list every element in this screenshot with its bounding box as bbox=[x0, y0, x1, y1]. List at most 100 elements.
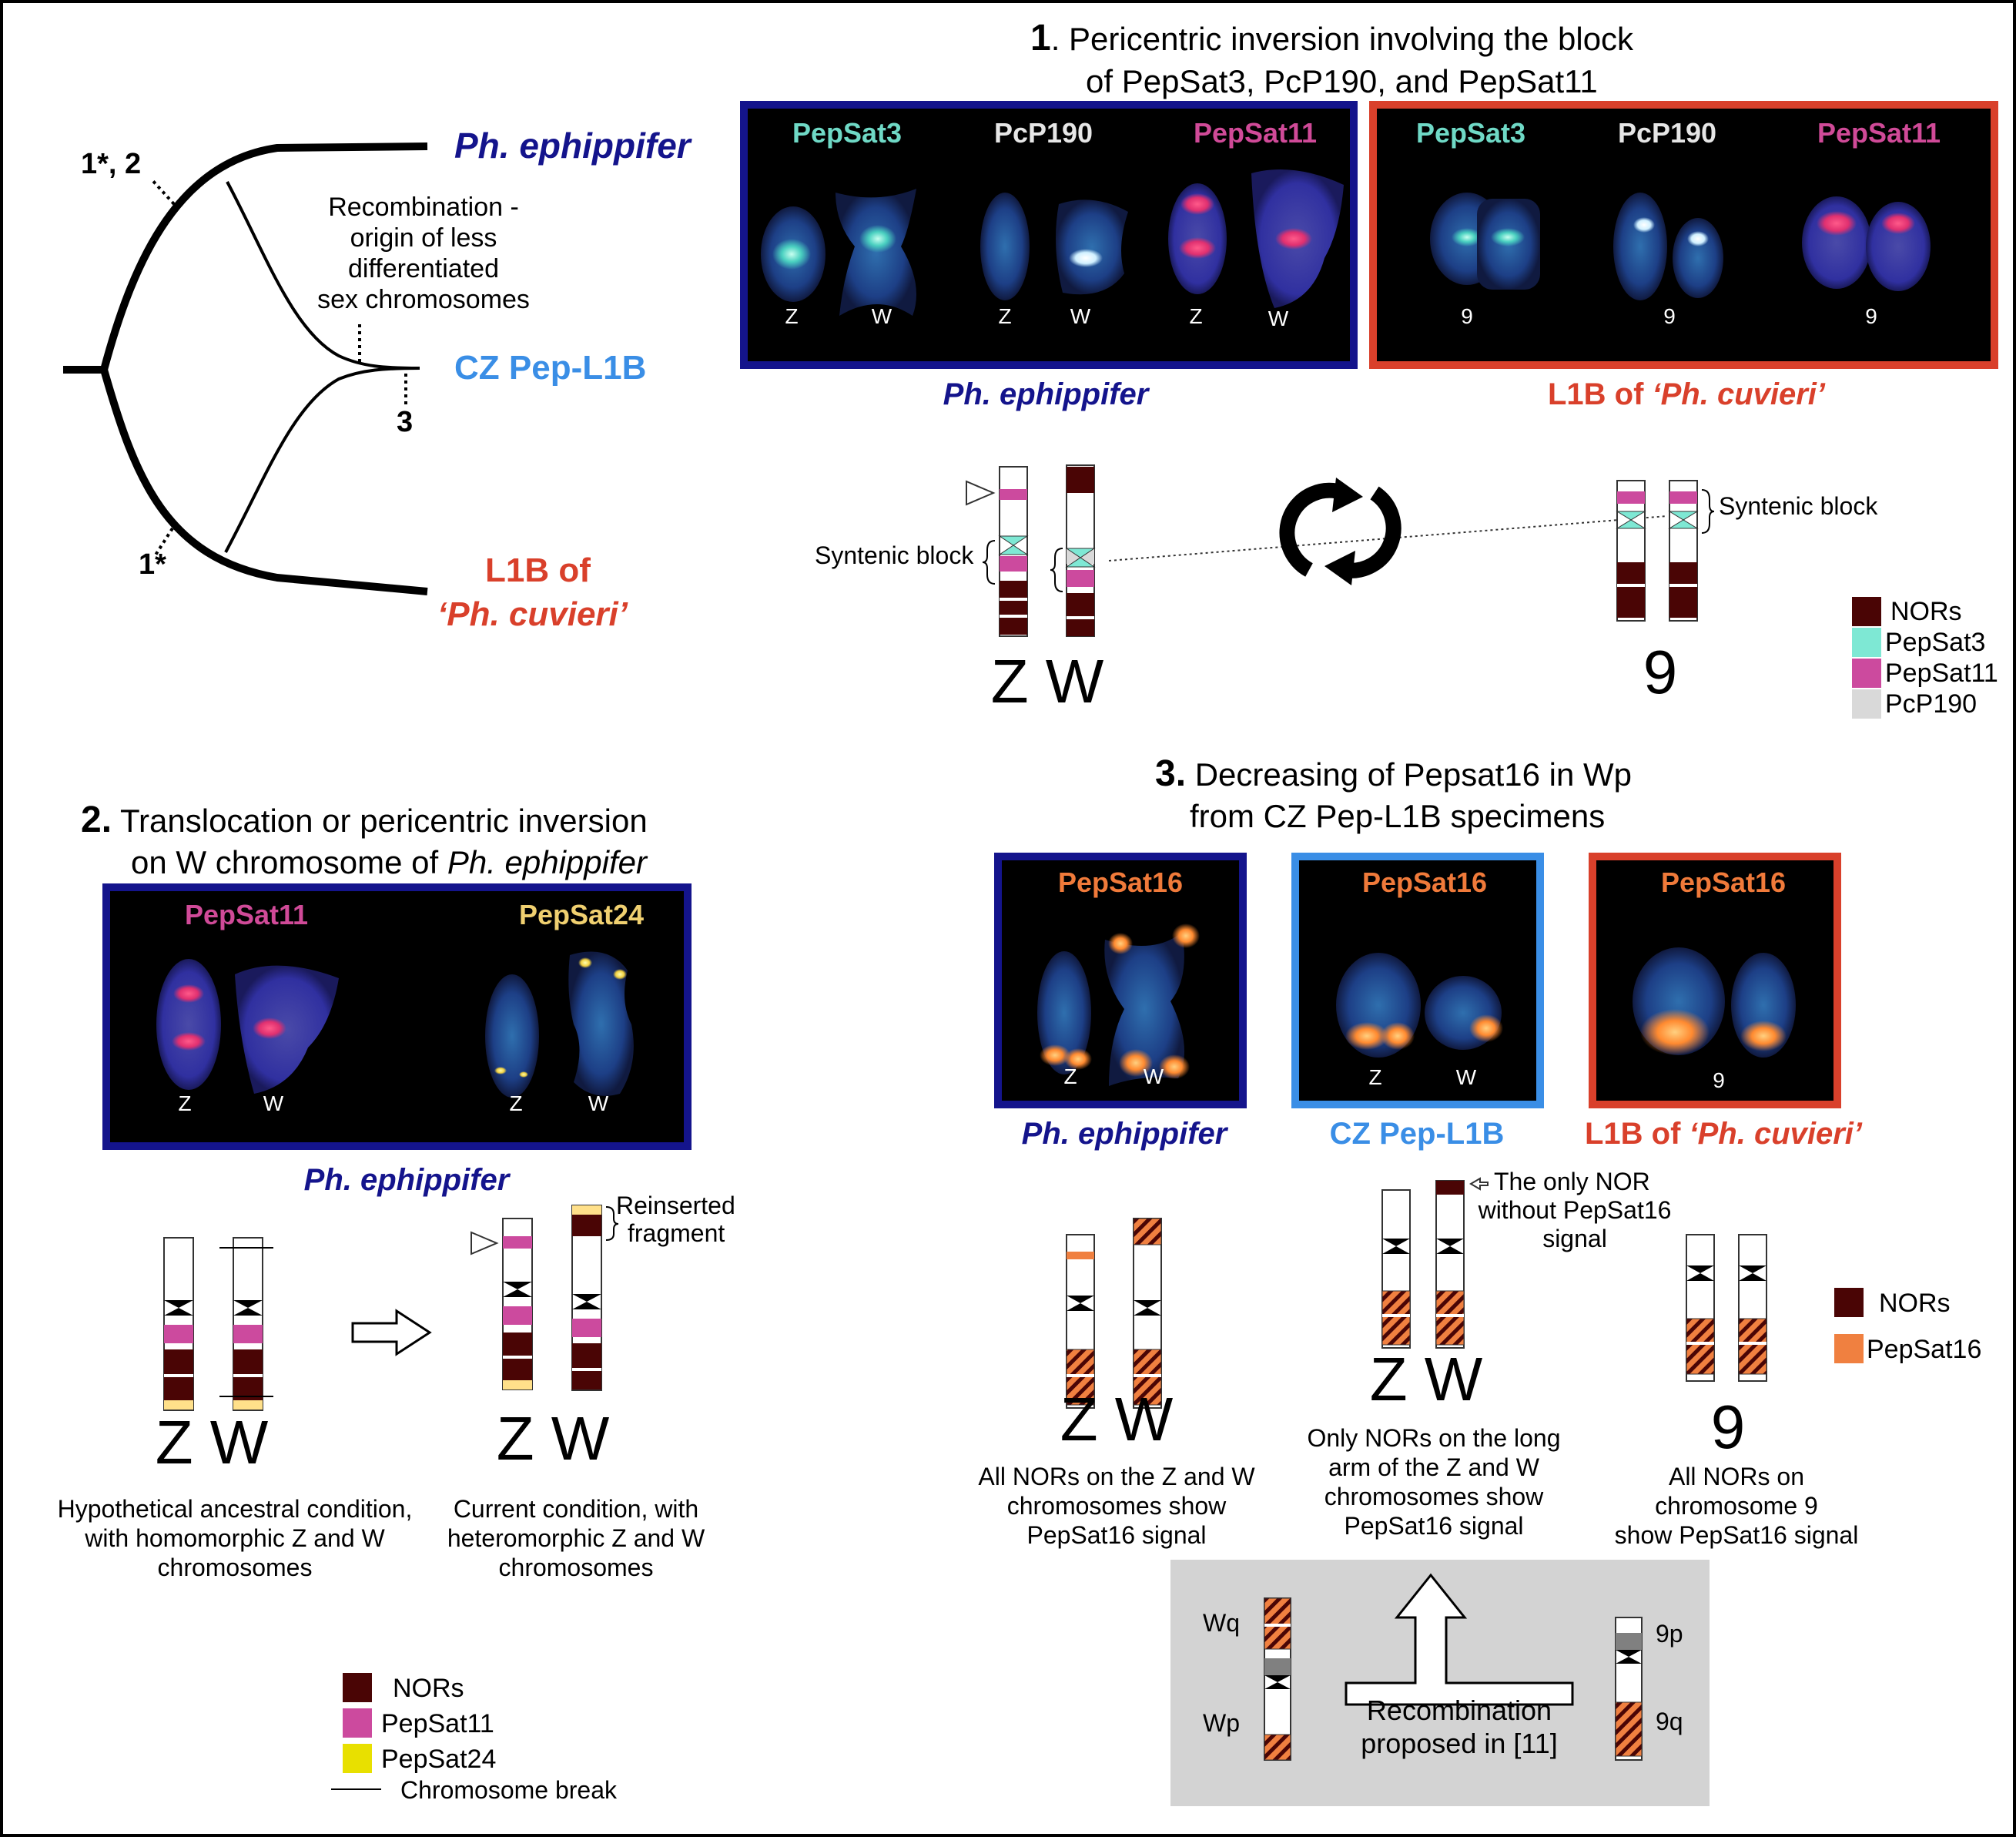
p3-cz-label-z: Z bbox=[1368, 1065, 1381, 1089]
panel2-cur-w bbox=[571, 1205, 602, 1391]
legend2-pepsat24-label: PepSat24 bbox=[381, 1745, 496, 1774]
p3-c-chr9-label: 9 bbox=[1711, 1393, 1746, 1461]
reinserted-line-2: fragment bbox=[628, 1219, 725, 1247]
desc-b-4: PepSat16 signal bbox=[1344, 1512, 1523, 1540]
p3-cz-label-w: W bbox=[1456, 1065, 1477, 1089]
legend1-nors-label: NORs bbox=[1890, 597, 1962, 626]
probe-pepsat11-p2: PepSat11 bbox=[185, 899, 308, 930]
legend1-pepsat3-swatch bbox=[1852, 628, 1881, 657]
p3-a-zw-label: Z W bbox=[1060, 1385, 1174, 1453]
syntenic-right-label: Syntenic block bbox=[1719, 492, 1878, 520]
panel3-title-line-1: 3. Decreasing of Pepsat16 in Wp bbox=[1155, 753, 1632, 794]
panel1-chr9-label: 9 bbox=[1643, 638, 1678, 706]
taxon-ephippifer: Ph. ephippifer bbox=[454, 126, 692, 166]
panel1-title-line-1: 1. Pericentric inversion involving the b… bbox=[1030, 18, 1634, 59]
panel2-cur-z bbox=[502, 1218, 533, 1390]
legend2-pepsat11-swatch bbox=[343, 1708, 372, 1738]
panel-2: 2. Translocation or pericentric inversio… bbox=[58, 799, 735, 1804]
micro-frame-ephippifer bbox=[740, 101, 1358, 369]
tree-branch-lower bbox=[100, 368, 428, 595]
p3-l1b-label-9: 9 bbox=[1713, 1068, 1725, 1092]
micro-cells-ephippifer bbox=[761, 169, 1344, 316]
label-eph-1: Z bbox=[785, 304, 798, 328]
legend3-pepsat16-label: PepSat16 bbox=[1867, 1335, 1981, 1364]
p3-chrom-b-w bbox=[1435, 1180, 1465, 1349]
p2-label-4: W bbox=[588, 1091, 609, 1115]
probe-pepsat3-left: PepSat3 bbox=[792, 117, 902, 149]
panel2-title-line-1: 2. Translocation or pericentric inversio… bbox=[81, 799, 648, 840]
panel1-caption-right-prefix: L1B of bbox=[1548, 377, 1653, 411]
p3-chrom-c-9a bbox=[1686, 1234, 1715, 1382]
label-eph-6: W bbox=[1268, 307, 1289, 330]
recombination-box: Wq Wp Recombination proposed in [11] 9p … bbox=[1170, 1560, 1710, 1806]
panel3-legend: NORs PepSat16 bbox=[1834, 1288, 1981, 1364]
reinserted-line-1: Reinserted bbox=[616, 1192, 735, 1219]
desc-b-1: Only NORs on the long bbox=[1307, 1424, 1560, 1452]
panel1-chromosome-9b bbox=[1668, 480, 1699, 622]
p3-chrom-c-9b bbox=[1738, 1234, 1767, 1382]
panel3-title-line-2: from CZ Pep-L1B specimens bbox=[1190, 798, 1605, 834]
probe-pcp190-right: PcP190 bbox=[1618, 117, 1716, 149]
label-l1b-3: 9 bbox=[1865, 304, 1877, 328]
desc-b-3: chromosomes show bbox=[1324, 1483, 1544, 1510]
label-eph-3: Z bbox=[998, 304, 1011, 328]
p3-caption-eph: Ph. ephippifer bbox=[1022, 1117, 1229, 1151]
p3-caption-l1b-prefix: L1B of bbox=[1585, 1117, 1689, 1151]
taxon-l1b-line-1: L1B of bbox=[485, 551, 591, 589]
panel2-caption: Ph. ephippifer bbox=[304, 1163, 511, 1197]
legend2-nors-label: NORs bbox=[393, 1674, 464, 1703]
box-chrom-w bbox=[1264, 1597, 1291, 1761]
p3-probe-1: PepSat16 bbox=[1058, 867, 1183, 898]
legend1-pepsat11-swatch bbox=[1852, 659, 1881, 688]
p3-chrom-b-z bbox=[1381, 1189, 1411, 1349]
legend2-pepsat24-swatch bbox=[343, 1744, 372, 1773]
tree-mark-lower-dots bbox=[153, 527, 174, 558]
panel2-legend: NORs PepSat11 PepSat24 Chromosome break bbox=[331, 1673, 618, 1804]
only-nor-line-3: signal bbox=[1542, 1225, 1607, 1252]
panel2-anc-w bbox=[219, 1237, 273, 1411]
panel1-number: 1 bbox=[1030, 18, 1051, 59]
arrow-only-nor-icon bbox=[1469, 1177, 1489, 1191]
probe-pepsat3-right: PepSat3 bbox=[1416, 117, 1525, 149]
legend3-pepsat16-swatch bbox=[1834, 1334, 1864, 1363]
panel2-cur-zw-label: Z W bbox=[497, 1404, 610, 1473]
p3-probe-3: PepSat16 bbox=[1661, 867, 1786, 898]
box-9q-label: 9q bbox=[1656, 1708, 1683, 1735]
box-wp-label: Wp bbox=[1203, 1709, 1240, 1737]
panel-3: 3. Decreasing of Pepsat16 in Wp from CZ … bbox=[978, 753, 1981, 1806]
legend1-nors-swatch bbox=[1852, 597, 1881, 626]
panel1-caption-right: L1B of ‘Ph. cuvieri’ bbox=[1548, 377, 1826, 411]
p3-caption-l1b-italic: ‘Ph. cuvieri’ bbox=[1689, 1117, 1863, 1151]
only-nor-line-1: The only NOR bbox=[1494, 1168, 1650, 1195]
tree-mark-upper: 1*, 2 bbox=[81, 148, 141, 180]
syntenic-dotted-link bbox=[1108, 515, 1668, 561]
panel1-zw-label: Z W bbox=[991, 647, 1104, 716]
desc-left-3: chromosomes bbox=[158, 1554, 313, 1581]
desc-c-3: show PepSat16 signal bbox=[1615, 1521, 1859, 1549]
p3-eph-label-z: Z bbox=[1063, 1064, 1077, 1088]
desc-c-2: chromosome 9 bbox=[1655, 1492, 1818, 1520]
panel2-anc-z bbox=[163, 1237, 194, 1411]
brace-right-9 bbox=[1701, 489, 1715, 534]
desc-a-3: PepSat16 signal bbox=[1026, 1521, 1206, 1549]
recomb-note-line-2: origin of less bbox=[350, 223, 497, 253]
panel1-chromosome-w bbox=[1065, 464, 1096, 637]
panel2-title-1: Translocation or pericentric inversion bbox=[112, 803, 648, 839]
micro-cells-p3-cz bbox=[1336, 953, 1503, 1058]
label-eph-4: W bbox=[1070, 304, 1091, 328]
label-eph-2: W bbox=[872, 304, 892, 328]
arrowhead-open-left bbox=[966, 480, 996, 506]
tree-branch-upper bbox=[100, 142, 428, 371]
probe-pcp190-left: PcP190 bbox=[994, 117, 1093, 149]
legend2-nors-swatch bbox=[343, 1673, 372, 1702]
box-recomb-line-2: proposed in [11] bbox=[1361, 1728, 1558, 1759]
panel1-caption-right-italic: ‘Ph. cuvieri’ bbox=[1653, 377, 1826, 411]
panel1-caption-left: Ph. ephippifer bbox=[943, 377, 1150, 411]
legend3-nors-label: NORs bbox=[1879, 1289, 1951, 1318]
micro-cells-p3-eph bbox=[1037, 924, 1200, 1086]
desc-a-1: All NORs on the Z and W bbox=[978, 1463, 1255, 1490]
p3-caption-cz: CZ Pep-L1B bbox=[1330, 1117, 1505, 1151]
desc-right-2: heteromorphic Z and W bbox=[447, 1524, 705, 1552]
panel1-title-line-2: of PepSat3, PcP190, and PepSat11 bbox=[1086, 63, 1598, 99]
